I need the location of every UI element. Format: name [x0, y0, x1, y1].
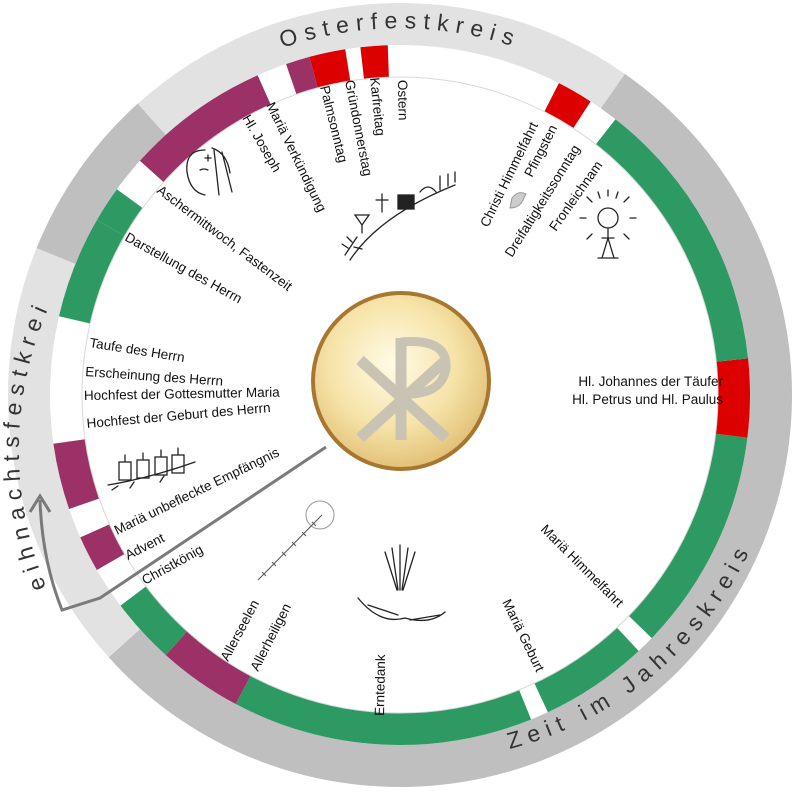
ash-face-icon	[186, 147, 233, 196]
feast-karfreitag: Karfreitag	[367, 77, 388, 137]
feast-petrus-paulus: Hl. Petrus und Hl. Paulus	[572, 392, 723, 407]
season-ring-segment	[108, 73, 792, 787]
color-segment-purple	[286, 56, 318, 95]
christmas-cycle-arrow	[38, 445, 327, 612]
feast-erntedank: Erntedank	[372, 654, 388, 716]
color-segment-red	[715, 358, 750, 438]
color-segment-green	[235, 675, 532, 745]
liturgical-color-band	[53, 45, 750, 745]
feast-gottesmutter: Hochfest der Gottesmutter Maria	[84, 385, 281, 403]
outer-season-ring	[8, 2, 792, 787]
chi-rho-icon	[356, 337, 451, 443]
palm-chalice-tomb-icon	[341, 171, 456, 261]
season-ring-segment	[36, 103, 166, 264]
arrowhead-icon	[28, 493, 52, 513]
color-segment-green	[534, 627, 639, 713]
color-segment-green	[628, 433, 748, 639]
harvest-hands-icon	[357, 544, 446, 622]
color-segment-green	[595, 119, 749, 362]
season-ring-segment	[137, 2, 625, 135]
color-segment-purple	[165, 631, 251, 705]
color-segment-purple	[80, 524, 125, 570]
color-segment-purple	[139, 75, 271, 183]
color-segment-red	[544, 83, 591, 129]
color-segment-red	[360, 45, 389, 80]
season-ring-segment	[8, 248, 140, 658]
advent-candles-icon	[107, 447, 196, 491]
color-segment-green	[58, 220, 125, 324]
feast-ostern: Ostern	[395, 80, 411, 121]
feast-johannes: Hl. Johannes der Täufer	[578, 374, 723, 389]
color-segment-red	[309, 49, 351, 88]
chi-rho-medallion	[311, 291, 491, 471]
dove-icon	[509, 192, 527, 209]
color-segment-green	[120, 586, 188, 656]
monstrance-icon	[579, 189, 637, 259]
graves-crosses-icon	[257, 500, 335, 581]
